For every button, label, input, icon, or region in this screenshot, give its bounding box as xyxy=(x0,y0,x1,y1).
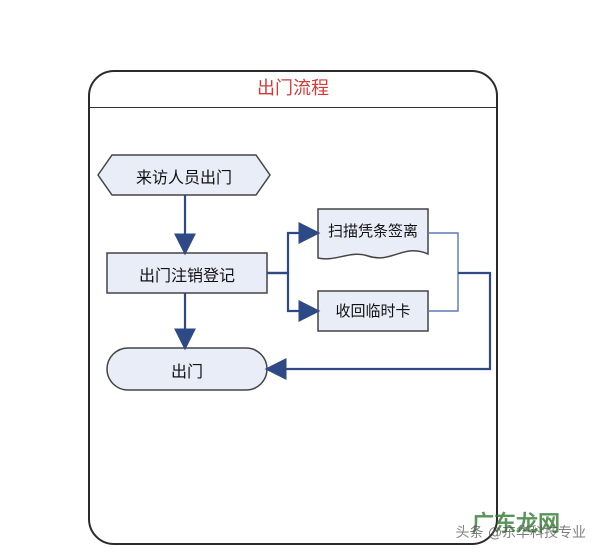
watermark-logo: 广东龙网 xyxy=(471,512,560,537)
node-label-visitor-exit: 来访人员出门 xyxy=(135,168,232,187)
watermark-text: 头条 @东华科技专业 xyxy=(455,525,586,541)
title-band xyxy=(90,72,496,108)
node-label-recover-card: 收回临时卡 xyxy=(335,302,411,320)
node-label-exit-logout: 出门注销登记 xyxy=(138,266,235,285)
arrow-logout-to-scan xyxy=(267,222,321,275)
node-label-scan-slip: 扫描凭条签离 xyxy=(327,222,418,240)
process-box-recover-card xyxy=(317,290,429,332)
start-hexagon xyxy=(97,154,271,196)
document-scan-slip xyxy=(317,208,429,260)
flowchart-frame xyxy=(88,70,498,545)
arrow-logout-to-recover xyxy=(267,271,321,322)
node-label-exit: 出门 xyxy=(170,362,203,381)
flowchart-title: 出门流程 xyxy=(257,78,329,99)
arrow-merge-to-exit xyxy=(264,271,492,380)
merge-line-right xyxy=(428,232,459,312)
